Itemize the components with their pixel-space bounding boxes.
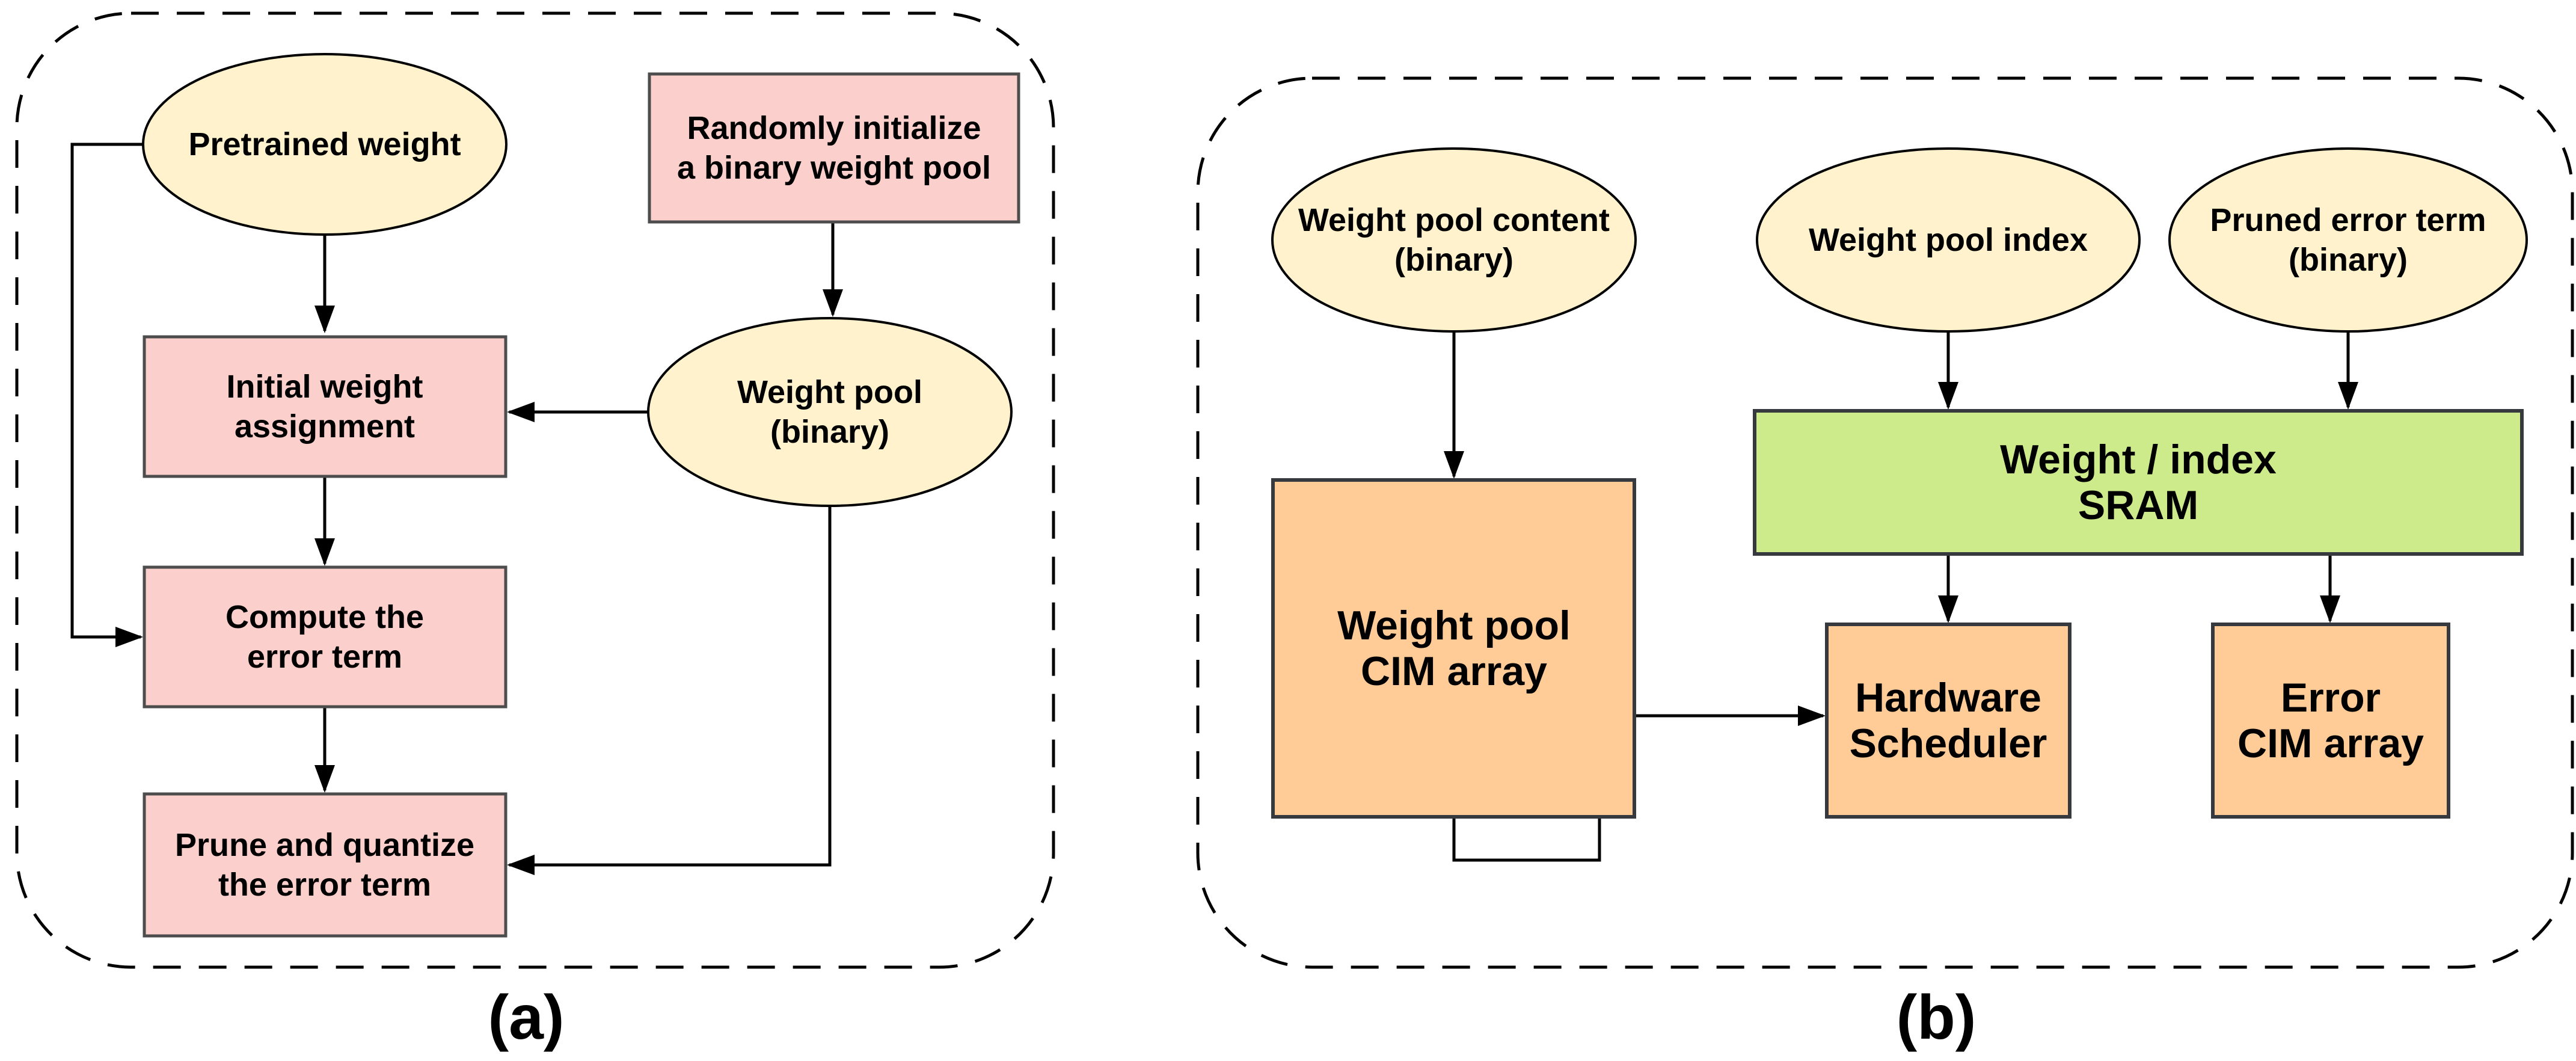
pruned-error-term-label-line1: Pruned error term — [2210, 202, 2486, 238]
pruned-error-term-ellipse — [2168, 147, 2528, 333]
arrow-cimarray-to-scheduler — [1452, 706, 1826, 862]
node-initial-weight-assignment: Initial weight assignment — [143, 335, 508, 478]
node-weight-index-sram: Weight / index SRAM — [1753, 409, 2524, 556]
node-error-cim-array: Error CIM array — [2211, 623, 2450, 819]
weight-pool-content-label-line2: (binary) — [1394, 242, 1513, 278]
initial-weight-assignment-box — [143, 335, 508, 478]
weight-pool-index-ellipse — [1756, 147, 2141, 333]
weight-pool-index-label: Weight pool index — [1809, 222, 2088, 258]
arrow-weightpool-to-prune — [507, 506, 832, 875]
initial-weight-assignment-label-line1: Initial weight — [226, 369, 423, 405]
hardware-scheduler-label-line1: Hardware — [1855, 675, 2041, 721]
panel-b: Weight pool content (binary) Weight pool… — [1196, 76, 2574, 1053]
node-compute-error-term: Compute the error term — [143, 565, 508, 709]
pretrained-weight-label: Pretrained weight — [188, 126, 461, 162]
weight-index-sram-label-line1: Weight / index — [2000, 437, 2277, 482]
panel-b-dashed-border — [1196, 76, 2574, 969]
weight-pool-binary-label-line1: Weight pool — [737, 374, 922, 410]
node-weight-pool-index: Weight pool index — [1756, 147, 2141, 333]
error-cim-array-label-line1: Error — [2281, 675, 2381, 721]
error-cim-array-label-line2: CIM array — [2237, 721, 2424, 766]
prune-quantize-label-line2: the error term — [218, 867, 431, 903]
weight-pool-content-ellipse — [1271, 147, 1637, 333]
node-weight-pool-content: Weight pool content (binary) — [1271, 147, 1637, 333]
compute-error-term-label-line2: error term — [247, 639, 402, 675]
prune-quantize-label-line1: Prune and quantize — [175, 827, 474, 863]
node-pretrained-weight: Pretrained weight — [142, 53, 508, 236]
node-weight-pool-binary: Weight pool (binary) — [647, 317, 1013, 507]
weight-pool-binary-label-line2: (binary) — [770, 414, 889, 450]
weight-index-sram-box — [1753, 409, 2524, 556]
weight-pool-binary-ellipse — [647, 317, 1013, 507]
caption-a: (a) — [488, 983, 564, 1053]
hardware-scheduler-label-line2: Scheduler — [1850, 721, 2047, 766]
arrow-pretrained-feedback-to-compute — [70, 143, 143, 647]
pretrained-weight-ellipse — [142, 53, 508, 236]
compute-error-term-label-line1: Compute the — [225, 599, 424, 635]
node-randomly-initialize: Randomly initialize a binary weight pool — [648, 72, 1020, 224]
weight-pool-cim-array-box — [1271, 478, 1636, 819]
prune-quantize-box — [143, 792, 508, 938]
randomly-initialize-label-line2: a binary weight pool — [677, 150, 991, 186]
randomly-initialize-label-line1: Randomly initialize — [687, 110, 981, 146]
panel-a: Pretrained weight Randomly initialize a … — [15, 11, 1055, 1053]
weight-pool-content-label-line1: Weight pool content — [1298, 202, 1610, 238]
caption-b: (b) — [1897, 983, 1976, 1053]
node-hardware-scheduler: Hardware Scheduler — [1825, 623, 2072, 819]
initial-weight-assignment-label-line2: assignment — [235, 408, 415, 444]
randomly-initialize-box — [648, 72, 1020, 224]
node-prune-quantize: Prune and quantize the error term — [143, 792, 508, 938]
weight-index-sram-label-line2: SRAM — [2078, 482, 2198, 528]
compute-error-term-box — [143, 565, 508, 709]
panel-a-dashed-border — [15, 11, 1055, 969]
pruned-error-term-label-line2: (binary) — [2289, 242, 2408, 278]
hardware-scheduler-box — [1825, 623, 2072, 819]
weight-pool-cim-array-label-line1: Weight pool — [1337, 603, 1571, 648]
weight-pool-cim-array-label-line2: CIM array — [1361, 648, 1547, 694]
error-cim-array-box — [2211, 623, 2450, 819]
node-weight-pool-cim-array: Weight pool CIM array — [1271, 478, 1636, 819]
node-pruned-error-term: Pruned error term (binary) — [2168, 147, 2528, 333]
